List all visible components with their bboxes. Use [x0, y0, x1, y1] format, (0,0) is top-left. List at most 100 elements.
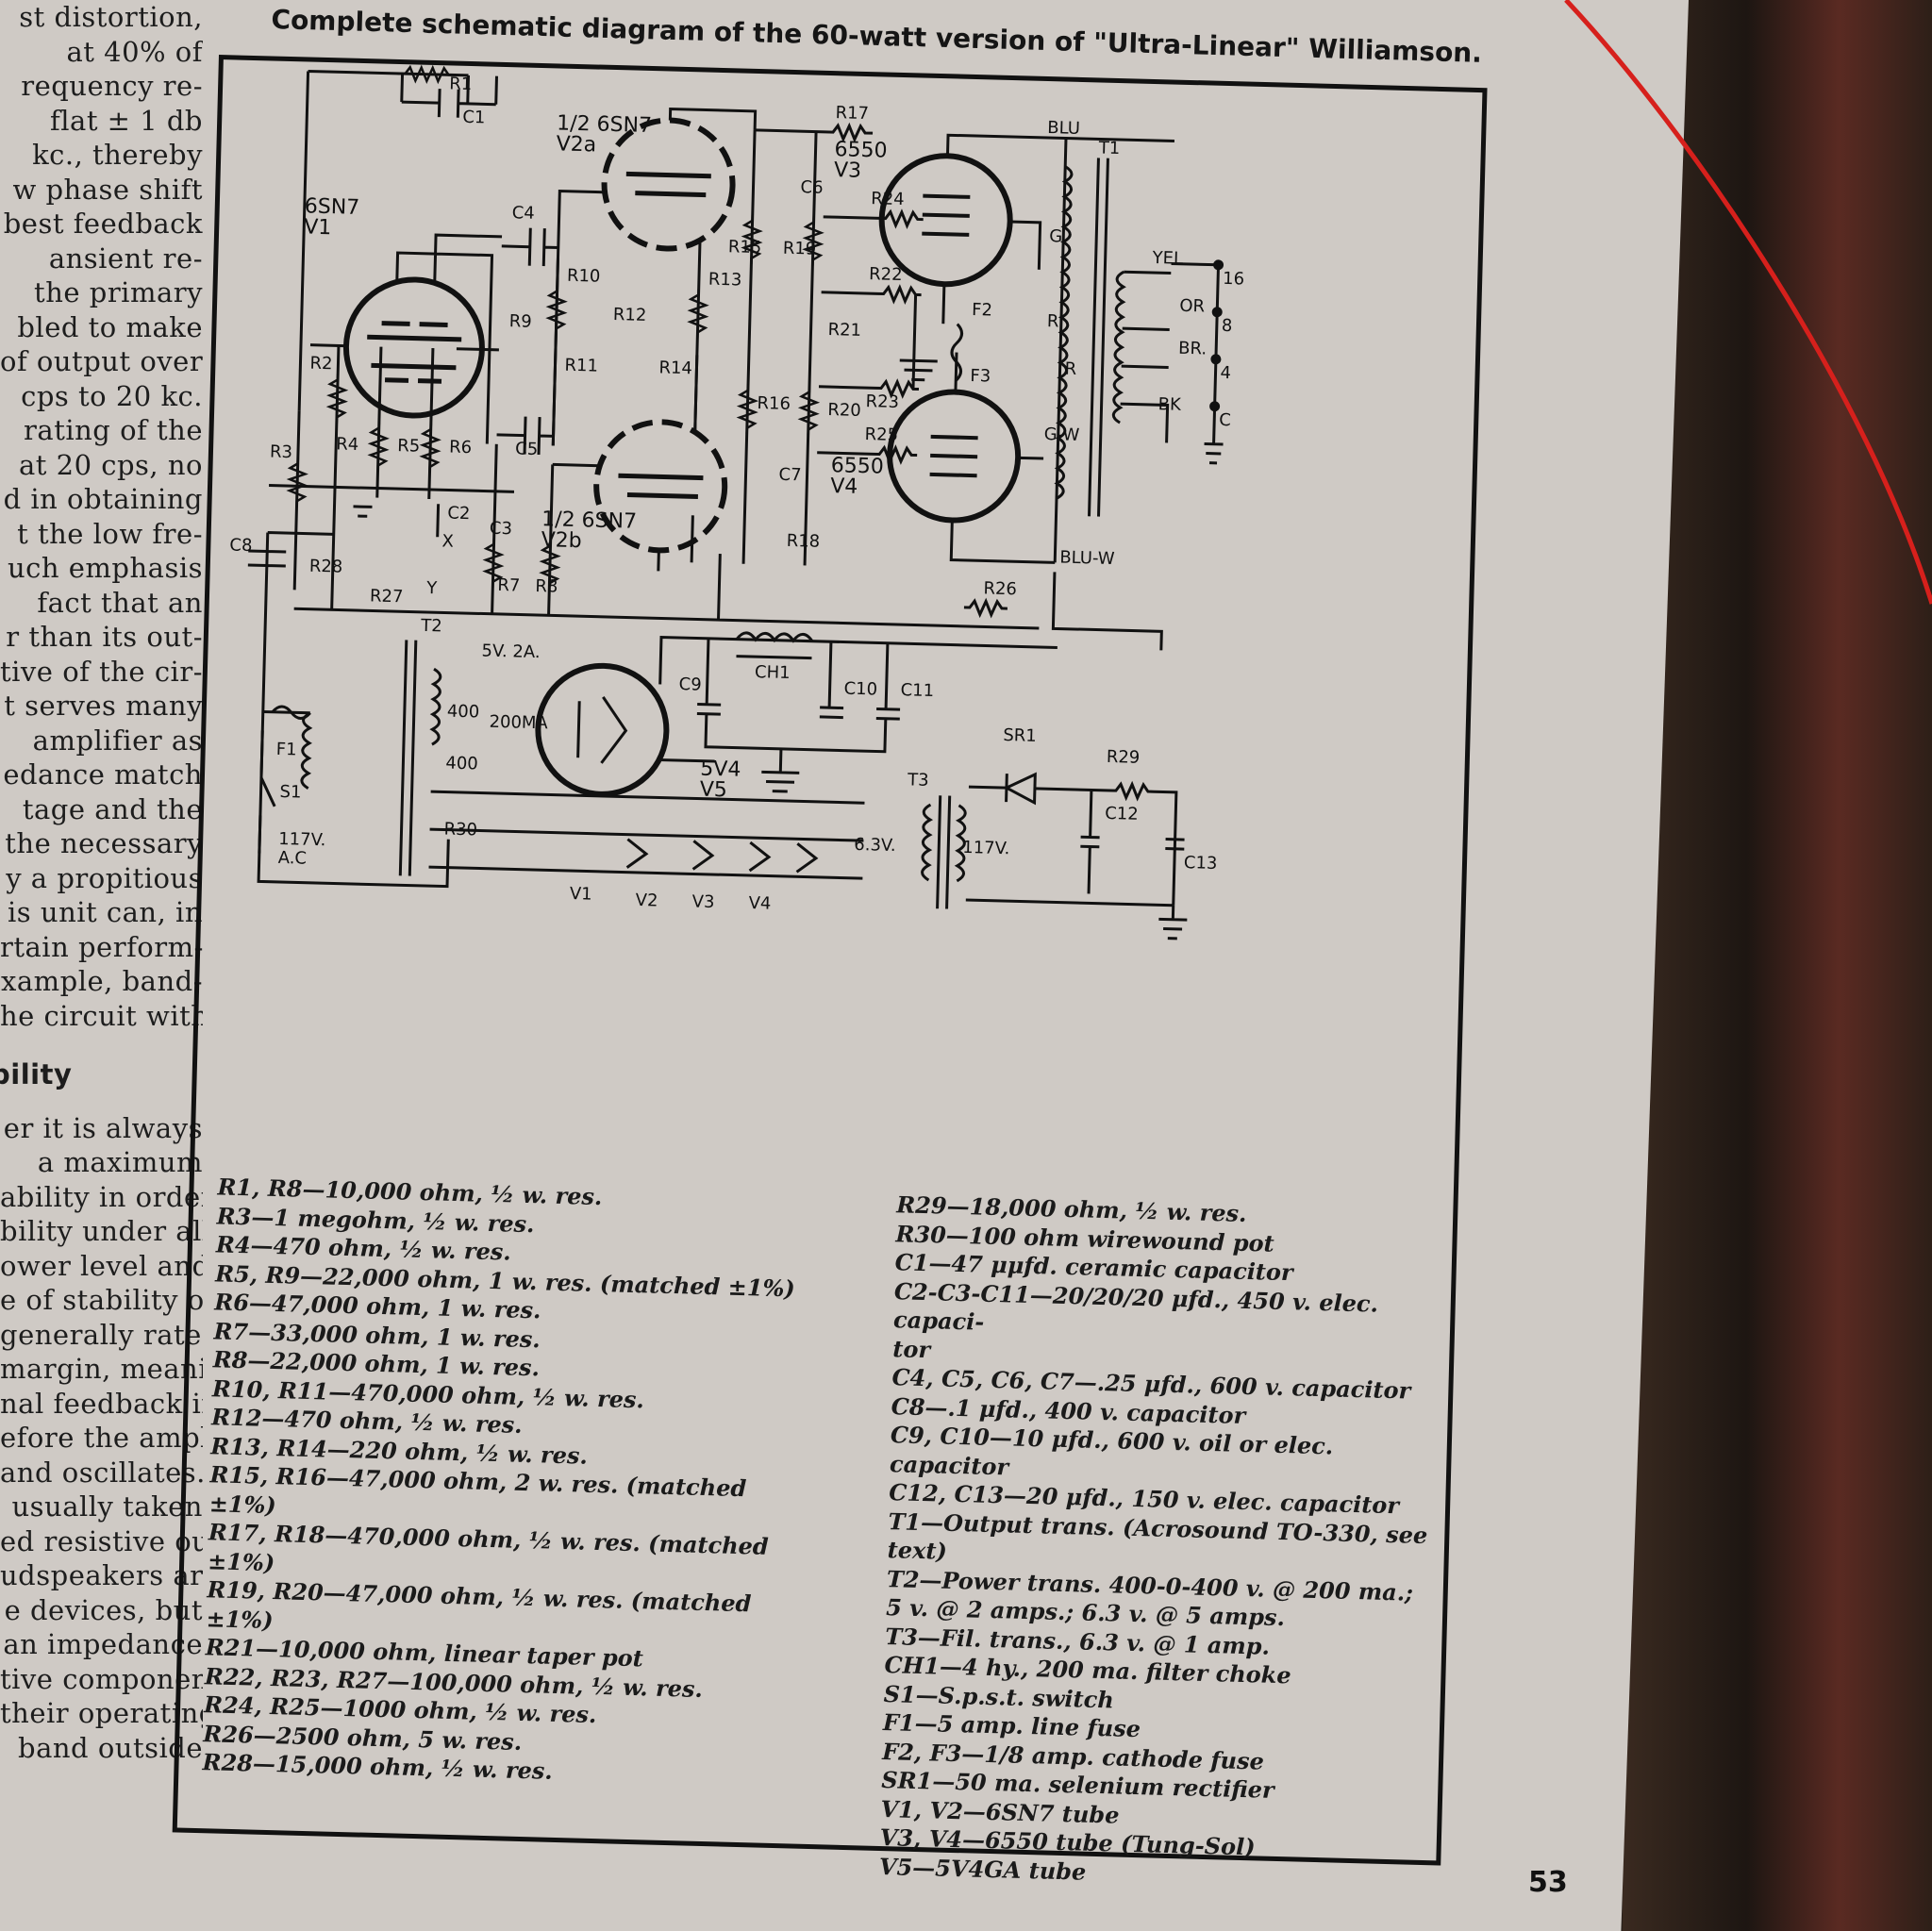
- left-column-line: ansient re-: [48, 241, 203, 275]
- schematic-label: C2: [447, 504, 471, 524]
- left-column-line: requency re-: [21, 70, 203, 102]
- left-column-line: ability in order: [0, 1180, 203, 1213]
- left-column-line: at 20 cps, no: [18, 448, 203, 481]
- left-column-line: r than its out-: [6, 621, 203, 653]
- tube-label: 6SN7: [304, 194, 359, 220]
- schematic-label: C: [1219, 410, 1231, 430]
- schematic-label: C3: [490, 519, 513, 540]
- left-column-line: e of stability of: [0, 1284, 203, 1316]
- schematic-label: R9: [508, 311, 532, 332]
- schematic-label: R: [1047, 311, 1059, 331]
- schematic-label: BK: [1158, 394, 1182, 415]
- left-column-line: tage and the: [22, 792, 203, 825]
- schematic-label: R15: [728, 237, 762, 258]
- schematic-label: 5V. 2A.: [481, 641, 541, 663]
- left-column-line: their operating: [0, 1697, 203, 1729]
- schematic-label: R29: [1107, 747, 1141, 768]
- tube-label: V2a: [556, 132, 596, 157]
- schematic-label: R11: [564, 356, 598, 376]
- schematic-label: R1: [449, 74, 473, 94]
- schematic-label: R26: [983, 578, 1017, 599]
- left-column-line: and oscillates.: [0, 1456, 203, 1489]
- schematic-label: S1: [279, 782, 301, 803]
- schematic-label: R5: [397, 436, 421, 457]
- schematic-label: T2: [420, 616, 442, 637]
- schematic-label: A.C: [277, 848, 307, 869]
- schematic-label: X: [441, 531, 454, 551]
- left-column-line: the primary: [34, 276, 203, 308]
- left-column-line: bility under all: [0, 1215, 203, 1247]
- left-column-line: margin, meaning: [0, 1353, 203, 1385]
- schematic-label: R24: [871, 189, 905, 209]
- left-column-line: tive component: [0, 1662, 203, 1695]
- schematic-label: C9: [678, 674, 702, 695]
- schematic-label: C11: [900, 680, 934, 701]
- parts-list-left: R1, R8—10,000 ohm, ½ w. res.R3—1 megohm,…: [202, 1173, 822, 1792]
- tube-label: V5: [699, 778, 727, 803]
- schematic-label: R20: [827, 400, 861, 421]
- left-column-line: the necessary: [5, 827, 203, 859]
- left-column-line: er it is always: [3, 1111, 203, 1144]
- left-column-line: xample, band-: [1, 965, 203, 997]
- tube-label: V3: [834, 158, 862, 183]
- left-column-line: w phase shift: [12, 173, 203, 206]
- left-column-line: an impedance: [3, 1628, 203, 1660]
- schematic-label: V1: [570, 884, 592, 905]
- left-column-line: nal feedback in: [0, 1387, 203, 1420]
- schematic-label: C6: [800, 177, 824, 198]
- schematic-label: R30: [443, 820, 477, 841]
- left-column-line: a maximum: [37, 1146, 203, 1178]
- schematic-label: Y: [425, 578, 439, 598]
- schematic-label: R22: [869, 264, 903, 285]
- left-column-line: bled to make: [17, 310, 203, 343]
- left-column-line: tive of the cir-: [0, 655, 203, 688]
- tube-label: 6550: [830, 454, 884, 478]
- figure-caption: Complete schematic diagram of the 60-wat…: [271, 4, 1483, 69]
- schematic-label: R4: [336, 434, 359, 455]
- schematic-label: C13: [1184, 853, 1218, 874]
- schematic-label: R10: [567, 266, 601, 287]
- section-heading: bility: [0, 1058, 73, 1090]
- schematic-label: V2: [635, 891, 658, 911]
- schematic-label: R3: [270, 442, 293, 463]
- left-column-line: t the low fre-: [17, 517, 203, 550]
- schematic-label: R7: [497, 575, 521, 596]
- schematic-label: R6: [449, 438, 473, 458]
- schematic-label: C5: [515, 439, 539, 459]
- left-column-line: rating of the: [24, 414, 203, 446]
- schematic-label: 400: [445, 754, 478, 774]
- schematic-label: R19: [783, 239, 817, 259]
- schematic-label: C4: [511, 203, 535, 224]
- tube-label: V2b: [541, 528, 582, 553]
- left-column-line: uch emphasis: [7, 552, 203, 584]
- schematic-label: YEL: [1151, 248, 1183, 269]
- schematic-label: 200MA: [489, 712, 548, 734]
- schematic-label: T1: [1097, 138, 1120, 158]
- left-column-line: ower level and: [0, 1249, 203, 1282]
- left-column-line: rtain perform-: [0, 930, 203, 963]
- tube-label: 6550: [834, 138, 888, 162]
- parts-list-right: R29—18,000 ohm, ½ w. res.R30—100 ohm wir…: [879, 1190, 1449, 1895]
- schematic-diagram: R1C1R17C6R24C4R15R19R10R13R9R12R22R21R23…: [229, 64, 1244, 941]
- schematic-label: F2: [972, 300, 992, 321]
- tube-label: V4: [830, 474, 858, 499]
- schematic-label: C8: [229, 535, 253, 556]
- left-column-line: of output over: [0, 345, 203, 377]
- schematic-label: R17: [835, 103, 869, 124]
- schematic-label: G-W: [1043, 424, 1079, 445]
- schematic-label: F1: [275, 740, 296, 760]
- schematic-label: 6.3V.: [854, 835, 896, 856]
- left-column-line: t serves many: [4, 690, 203, 722]
- schematic-label: BR.: [1178, 339, 1207, 359]
- schematic-label: R8: [535, 576, 558, 597]
- left-column-line: fact that an: [37, 586, 203, 619]
- left-column-line: he circuit with: [0, 999, 203, 1032]
- left-column-line: edance match: [3, 758, 203, 791]
- schematic-label: C12: [1105, 804, 1139, 824]
- left-column-line: e devices, but: [4, 1593, 203, 1626]
- schematic-label: SR1: [1003, 725, 1037, 746]
- page-number: 53: [1528, 1866, 1568, 1899]
- schematic-label: 16: [1223, 269, 1244, 290]
